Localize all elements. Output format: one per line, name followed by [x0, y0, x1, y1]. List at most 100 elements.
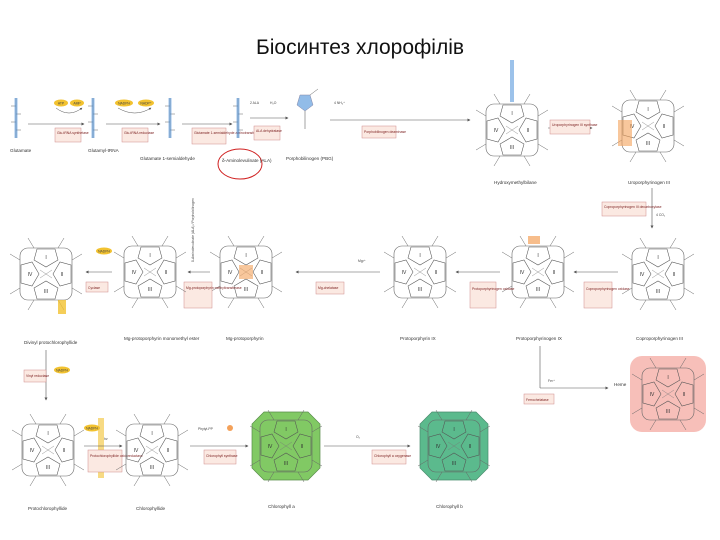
enzyme-box-17	[523, 393, 555, 405]
protoporphyrin-structure	[383, 235, 457, 309]
svg-text:Mg-chelatase: Mg-chelatase	[318, 286, 338, 290]
svg-text:ATP: ATP	[58, 102, 65, 106]
row-3-chlorophylls: Protochlorophyllide NADPH hv Protochloro…	[11, 409, 491, 511]
svg-text:4 CO₂: 4 CO₂	[656, 213, 666, 217]
nadph-bubble-4	[84, 424, 100, 432]
svg-text:Glu-tRNA reductase: Glu-tRNA reductase	[124, 131, 154, 135]
svg-text:Glu-tRNA synthetase: Glu-tRNA synthetase	[57, 131, 89, 135]
glutamyl-trna-structure	[87, 97, 99, 139]
hmb-label: Hydroxymethylbilane	[494, 180, 537, 185]
enzyme-box-13	[23, 369, 47, 383]
svg-text:Ferrochelatase: Ferrochelatase	[526, 398, 549, 402]
heme-structure	[630, 356, 706, 432]
enzyme-box-5	[361, 125, 397, 139]
mg-proto-ester-label: Mg-protoporphyrin monomethyl ester	[124, 336, 200, 341]
svg-text:Fe²⁺: Fe²⁺	[548, 379, 555, 383]
svg-text:Vinyl reductase: Vinyl reductase	[26, 374, 49, 378]
svg-text:ALA dehydratase: ALA dehydratase	[256, 129, 282, 133]
svg-text:Cyclase: Cyclase	[88, 286, 100, 290]
mg-proto-label: Mg-protoporphyrin	[226, 336, 264, 341]
svg-text:Phytyl-PP: Phytyl-PP	[198, 427, 214, 431]
svg-text:4 NH₄⁺: 4 NH₄⁺	[334, 101, 345, 105]
svg-text:H₂O: H₂O	[270, 101, 277, 105]
enzyme-box-15	[203, 449, 237, 465]
ala-structure	[232, 97, 244, 139]
svg-text:Mg²⁺: Mg²⁺	[358, 259, 366, 263]
row-1-early-steps: Glutamate ATP AMP Glu-tRNA synthetase Gl…	[10, 60, 685, 185]
chlorophyll-a-label: Chlorophyll a	[268, 504, 295, 509]
nadph-bubble-2	[96, 247, 112, 255]
glutamyl-trna-label: Glutamyl-tRNA	[88, 148, 120, 153]
svg-text:Coproporphyrinogen III decarbo: Coproporphyrinogen III decarboxylase	[604, 205, 662, 209]
enzyme-box-10	[315, 281, 345, 295]
pchlide-structure	[11, 413, 85, 487]
chlorophyll-a-structure	[249, 409, 323, 483]
row-2-porphyrins: Coproporphyrinogen III Coproporphyrinoge…	[9, 198, 695, 345]
enzyme-box-11	[183, 281, 213, 309]
hmb-structure	[475, 60, 549, 167]
heme-branch: Fe²⁺ Ferrochelatase Heme	[523, 346, 706, 432]
nadph-bubble-1	[115, 99, 133, 107]
svg-text:NADPH: NADPH	[98, 250, 110, 254]
vinyl-reductase-step: Vinyl reductase NADPH	[23, 350, 70, 401]
chlorophyll-b-structure	[417, 409, 491, 483]
uroporphyrinogen-label: Uroporphyrinogen III	[628, 180, 670, 185]
coproporphyrinogen-structure	[621, 237, 695, 311]
svg-text:Glutamate 1-semialdehyde amino: Glutamate 1-semialdehyde aminotransferas…	[194, 131, 262, 135]
nadp-bubble-1	[138, 99, 154, 107]
svg-text:NADPH: NADPH	[118, 102, 130, 106]
svg-text:NADPH: NADPH	[56, 369, 68, 373]
svg-text:Coproporphyrinogen oxidase: Coproporphyrinogen oxidase	[586, 287, 630, 291]
enzyme-box-7	[601, 201, 647, 217]
chlide-label: Chlorophyllide	[136, 506, 166, 511]
enzyme-box-3	[191, 127, 227, 145]
svg-text:AMP: AMP	[73, 102, 81, 106]
svg-text:Mg-protoporphyrin methyltransf: Mg-protoporphyrin methyltransferase	[186, 286, 242, 290]
amp-bubble	[70, 99, 84, 107]
svg-text:Uroporphyrinogen III synthase: Uroporphyrinogen III synthase	[552, 123, 598, 127]
pchlide-label: Protochlorophyllide	[28, 506, 68, 511]
divinyl-pchlide-label: Divinyl protochlorophyllide	[24, 340, 78, 345]
mg-proto-ester-structure	[113, 235, 187, 309]
enzyme-box-9	[469, 281, 497, 309]
heme-label: Heme	[614, 382, 627, 387]
pbg-structure	[296, 88, 319, 129]
enzyme-box-4	[253, 125, 281, 141]
enzyme-box-2	[121, 127, 149, 143]
pbg-label: Porphobilinogen (PBG)	[286, 156, 334, 161]
svg-text:Porphobilinogen deaminase: Porphobilinogen deaminase	[364, 130, 406, 134]
slide-title: Біосинтез хлорофілів	[255, 36, 465, 59]
glutamate-label: Glutamate	[10, 148, 32, 153]
hv-column	[98, 418, 104, 478]
protoporphyrinogen-structure	[501, 235, 575, 309]
svg-text:hv: hv	[104, 437, 108, 441]
enzyme-box-1	[54, 127, 82, 143]
glutamate-structure	[10, 97, 22, 139]
svg-text:Chlorophyll synthase: Chlorophyll synthase	[206, 454, 238, 458]
coproporphyrinogen-label: Coproporphyrinogen III	[636, 336, 683, 341]
atp-bubble	[54, 99, 68, 107]
svg-text:NADP⁺: NADP⁺	[140, 102, 151, 106]
svg-text:NADPH: NADPH	[86, 427, 98, 431]
nadph-bubble-3	[54, 366, 70, 374]
svg-text:Chlorophyll a oxygenase: Chlorophyll a oxygenase	[374, 454, 411, 458]
svg-text:O₂: O₂	[356, 435, 361, 439]
side-label: δ-Aminolevulinate (ALA) / Porphobilinoge…	[191, 198, 195, 262]
enzyme-box-14	[87, 449, 123, 473]
svg-text:2 ALA: 2 ALA	[250, 101, 260, 105]
enzyme-box-6	[549, 119, 591, 135]
svg-text:Protoporphyrinogen oxidase: Protoporphyrinogen oxidase	[472, 287, 515, 291]
ala-label: δ-Aminolevulinate (ALA)	[222, 158, 272, 163]
enzyme-box-8	[583, 281, 613, 309]
protoporphyrin-label: Protoporphyrin IX	[400, 336, 436, 341]
chlide-structure	[115, 413, 189, 487]
glutamate-semialdehyde-structure	[164, 97, 176, 139]
divinyl-pchlide-structure	[9, 237, 83, 314]
svg-text:Protochlorophyllide oxidoreduc: Protochlorophyllide oxidoreductase	[90, 454, 143, 458]
enzyme-box-12	[85, 281, 109, 293]
protoporphyrinogen-label: Protoporphyrinogen IX	[516, 336, 562, 341]
uroporphyrinogen-structure	[611, 89, 685, 163]
enzyme-box-16	[371, 449, 407, 465]
ala-highlight-circle	[217, 148, 263, 180]
